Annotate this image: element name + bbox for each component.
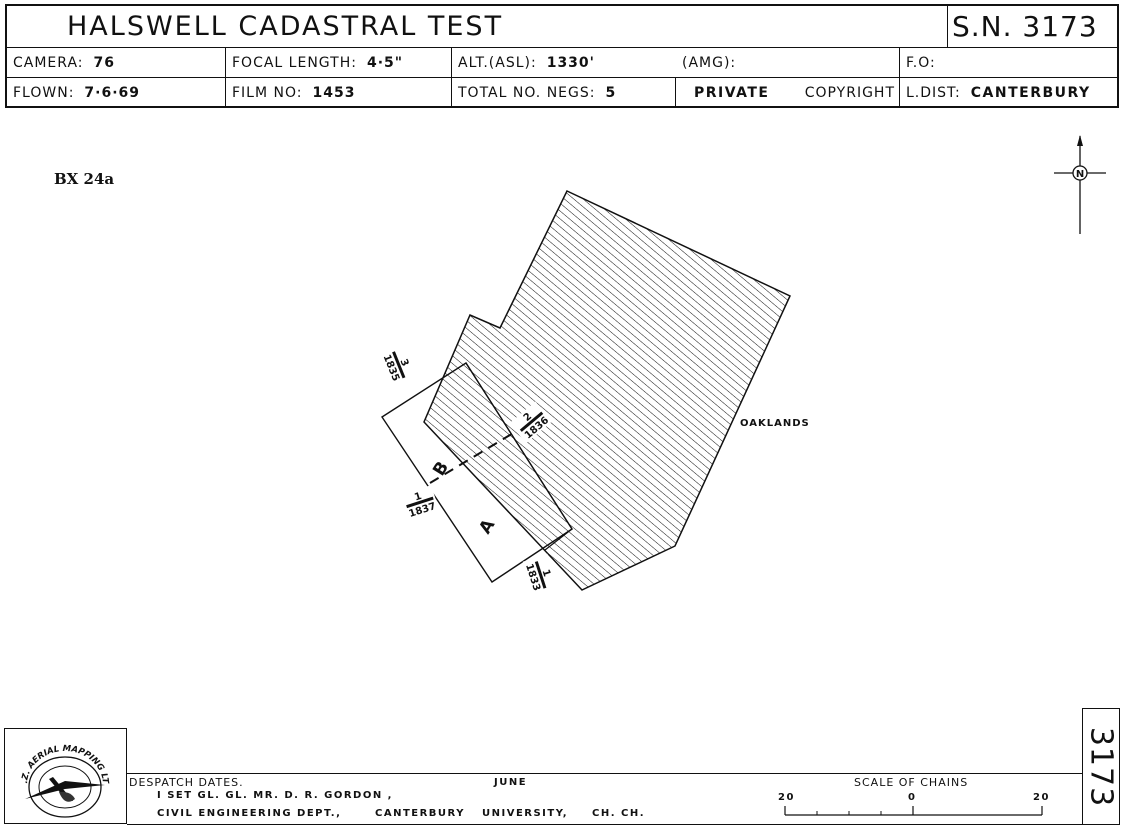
flown-value: 7·6·69 (84, 85, 141, 101)
negs-cell: TOTAL NO. NEGS: 5 (452, 78, 676, 108)
photo-label-1-1833: 1 1833 (522, 553, 558, 595)
flown-label: FLOWN: (13, 85, 75, 101)
despatch-line-2-chch: CH. CH. (592, 808, 645, 819)
serial-number-vertical: 3173 (1083, 726, 1119, 807)
survey-title: HALSWELL CADASTRAL TEST (7, 6, 948, 47)
sheet-label: BX 24a (54, 170, 115, 188)
camera-cell: CAMERA: 76 (7, 48, 226, 77)
despatch-month: JUNE (494, 777, 528, 788)
photo-label-3-1835: 3 1835 (379, 343, 417, 385)
flown-cell: FLOWN: 7·6·69 (7, 78, 226, 108)
photo-overlap-line (465, 362, 573, 551)
focal-length-label: FOCAL LENGTH: (232, 54, 357, 71)
despatch-line-1: I SET GL. GL. MR. D. R. GORDON , (157, 790, 393, 801)
despatch-line-2-city: CANTERBURY (375, 808, 465, 819)
altitude-label: ALT.(ASL): (458, 54, 537, 71)
despatch-panel: DESPATCH DATES. JUNE I SET GL. GL. MR. D… (127, 773, 1082, 825)
north-letter: N (1076, 169, 1084, 180)
land-district-value: CANTERBURY (970, 85, 1091, 101)
negs-label: TOTAL NO. NEGS: (458, 85, 596, 101)
company-logo-box: N.Z. AERIAL MAPPING LTD (1, 722, 127, 824)
copyright-cell: PRIVATE COPYRIGHT (676, 78, 900, 108)
film-value: 1453 (312, 85, 356, 101)
negs-value: 5 (605, 85, 617, 101)
film-label: FILM NO: (232, 85, 303, 101)
photo-label-top: 3 (397, 358, 410, 369)
header-table: HALSWELL CADASTRAL TEST S.N. 3173 CAMERA… (5, 4, 1119, 108)
private-label: PRIVATE (694, 85, 770, 101)
film-cell: FILM NO: 1453 (226, 78, 452, 108)
run-label-a: A (475, 515, 499, 537)
north-arrow-icon: N (1054, 135, 1106, 234)
focal-length-value: 4·5" (366, 54, 404, 71)
flight-line-dashed (429, 428, 521, 484)
copyright-label: COPYRIGHT (804, 85, 895, 101)
scale-title: SCALE OF CHAINS (854, 776, 969, 789)
run-label-b: B (429, 458, 453, 480)
amg-cell: (AMG): (676, 48, 900, 77)
focal-length-cell: FOCAL LENGTH: 4·5" (226, 48, 452, 77)
altitude-cell: ALT.(ASL): 1330' (452, 48, 676, 77)
land-district-cell: L.DIST: CANTERBURY (900, 78, 1117, 108)
photo-label-1-1837: 1 1837 (398, 485, 440, 521)
photo-label-top: 1 (540, 568, 553, 578)
serial-number-vertical-box: 3173 (1082, 708, 1120, 825)
photo-label-top: 1 (413, 491, 423, 504)
fo-cell: F.O: (900, 48, 1117, 77)
camera-value: 76 (93, 54, 115, 71)
place-label-oaklands: OAKLANDS (740, 418, 810, 429)
header-row-title: HALSWELL CADASTRAL TEST S.N. 3173 (7, 6, 1117, 48)
serial-number: S.N. 3173 (952, 10, 1098, 43)
header-row-flown: FLOWN: 7·6·69 FILM NO: 1453 TOTAL NO. NE… (7, 78, 1117, 108)
header-row-camera: CAMERA: 76 FOCAL LENGTH: 4·5" ALT.(ASL):… (7, 48, 1117, 78)
altitude-value: 1330' (546, 54, 595, 71)
amg-label: (AMG): (682, 54, 737, 71)
cadastral-map: B A 3 1835 2 1836 1 1837 1 1833 OAKLANDS (379, 190, 810, 595)
fo-label: F.O: (906, 54, 936, 71)
camera-label: CAMERA: (13, 54, 84, 71)
land-district-label: L.DIST: (906, 85, 961, 101)
despatch-line-2-university: UNIVERSITY, (482, 808, 569, 819)
aerial-mapping-logo: N.Z. AERIAL MAPPING LTD (1, 722, 110, 818)
despatch-label: DESPATCH DATES. (129, 776, 244, 789)
scale-bar (784, 806, 1043, 816)
despatch-line-2-dept: CIVIL ENGINEERING DEPT., (157, 808, 342, 819)
scale-left-value: 20 (778, 792, 795, 803)
scale-mid-value: 0 (908, 792, 917, 803)
scale-right-value: 20 (1033, 792, 1050, 803)
survey-parcel (423, 190, 791, 591)
